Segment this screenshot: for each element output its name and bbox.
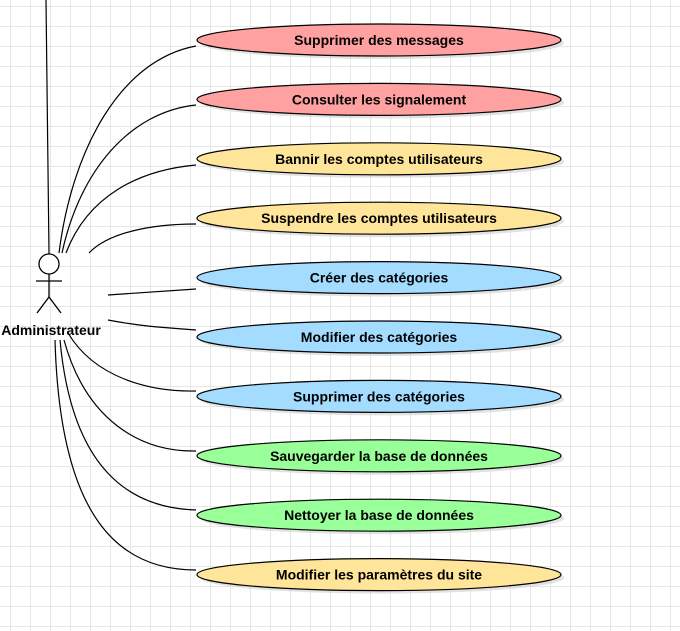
use-case[interactable]: Consulter les signalement [196,82,564,119]
use-case-ellipse [196,82,562,117]
use-case[interactable]: Créer des catégories [196,261,564,297]
use-case-label: Bannir les comptes utilisateurs [275,151,483,167]
actor-left-leg [36,296,50,314]
association-line [107,288,197,296]
use-case-ellipse [196,439,562,473]
association-line [65,164,197,254]
use-case-label: Suspendre les comptes utilisateurs [261,210,497,226]
use-case-label: Consulter les signalement [292,91,467,107]
use-case-ellipse [196,557,562,592]
association-line [67,332,197,392]
use-case-ellipse [196,498,562,532]
use-case-label: Nettoyer la base de données [284,507,474,523]
actor-right-leg [48,296,62,314]
use-case[interactable]: Sauvegarder la base de données [196,439,564,475]
use-case-label: Modifier les paramètres du site [276,567,482,583]
actor-label: Administrateur [1,322,101,338]
use-case-ellipse [196,261,562,295]
use-case-ellipse [196,379,562,413]
use-case[interactable]: Supprimer des catégories [196,379,564,416]
use-case[interactable]: Supprimer des messages [196,23,564,59]
actor-head [38,253,60,275]
use-case-label: Créer des catégories [310,270,449,286]
use-case-ellipse [196,23,562,57]
use-case[interactable]: Modifier les paramètres du site [196,557,564,594]
use-case[interactable]: Suspendre les comptes utilisateurs [196,201,564,238]
association-line-top [45,0,50,255]
associations [45,0,197,571]
association-line [54,339,197,571]
association-line [59,339,197,511]
use-case[interactable]: Modifier des catégories [196,320,564,356]
use-case-ellipse [196,320,562,354]
association-line [88,223,197,254]
use-case-ellipse [196,201,562,235]
use-case[interactable]: Bannir les comptes utilisateurs [196,142,564,178]
association-line [63,339,197,452]
use-case-label: Supprimer des catégories [293,388,465,404]
use-case-label: Supprimer des messages [294,32,464,48]
use-case[interactable]: Nettoyer la base de données [196,498,564,535]
use-case-label: Modifier des catégories [301,329,458,345]
association-line [58,45,197,254]
association-line [107,319,197,331]
actor-administrateur[interactable]: Administrateur [1,253,101,338]
association-line [61,104,197,254]
use-case-ellipse [196,142,562,176]
use-case-label: Sauvegarder la base de données [270,448,488,464]
